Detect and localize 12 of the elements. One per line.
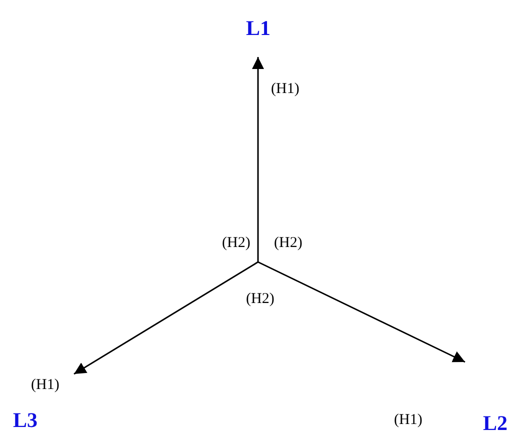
phase-label: L1 [246, 16, 271, 40]
terminal-label: (H1) [31, 376, 60, 394]
terminal-label: (H2) [222, 234, 250, 252]
phase-label: L3 [13, 408, 38, 432]
phasor-arrow [252, 57, 264, 262]
phase-label: L2 [483, 411, 508, 435]
phasor-arrow [74, 261, 258, 375]
terminal-label: (H2) [246, 290, 274, 308]
terminal-label: (H2) [274, 234, 302, 252]
terminal-label: (H1) [394, 411, 422, 429]
terminal-label: (H1) [271, 80, 300, 98]
phasor-arrow [258, 261, 466, 363]
